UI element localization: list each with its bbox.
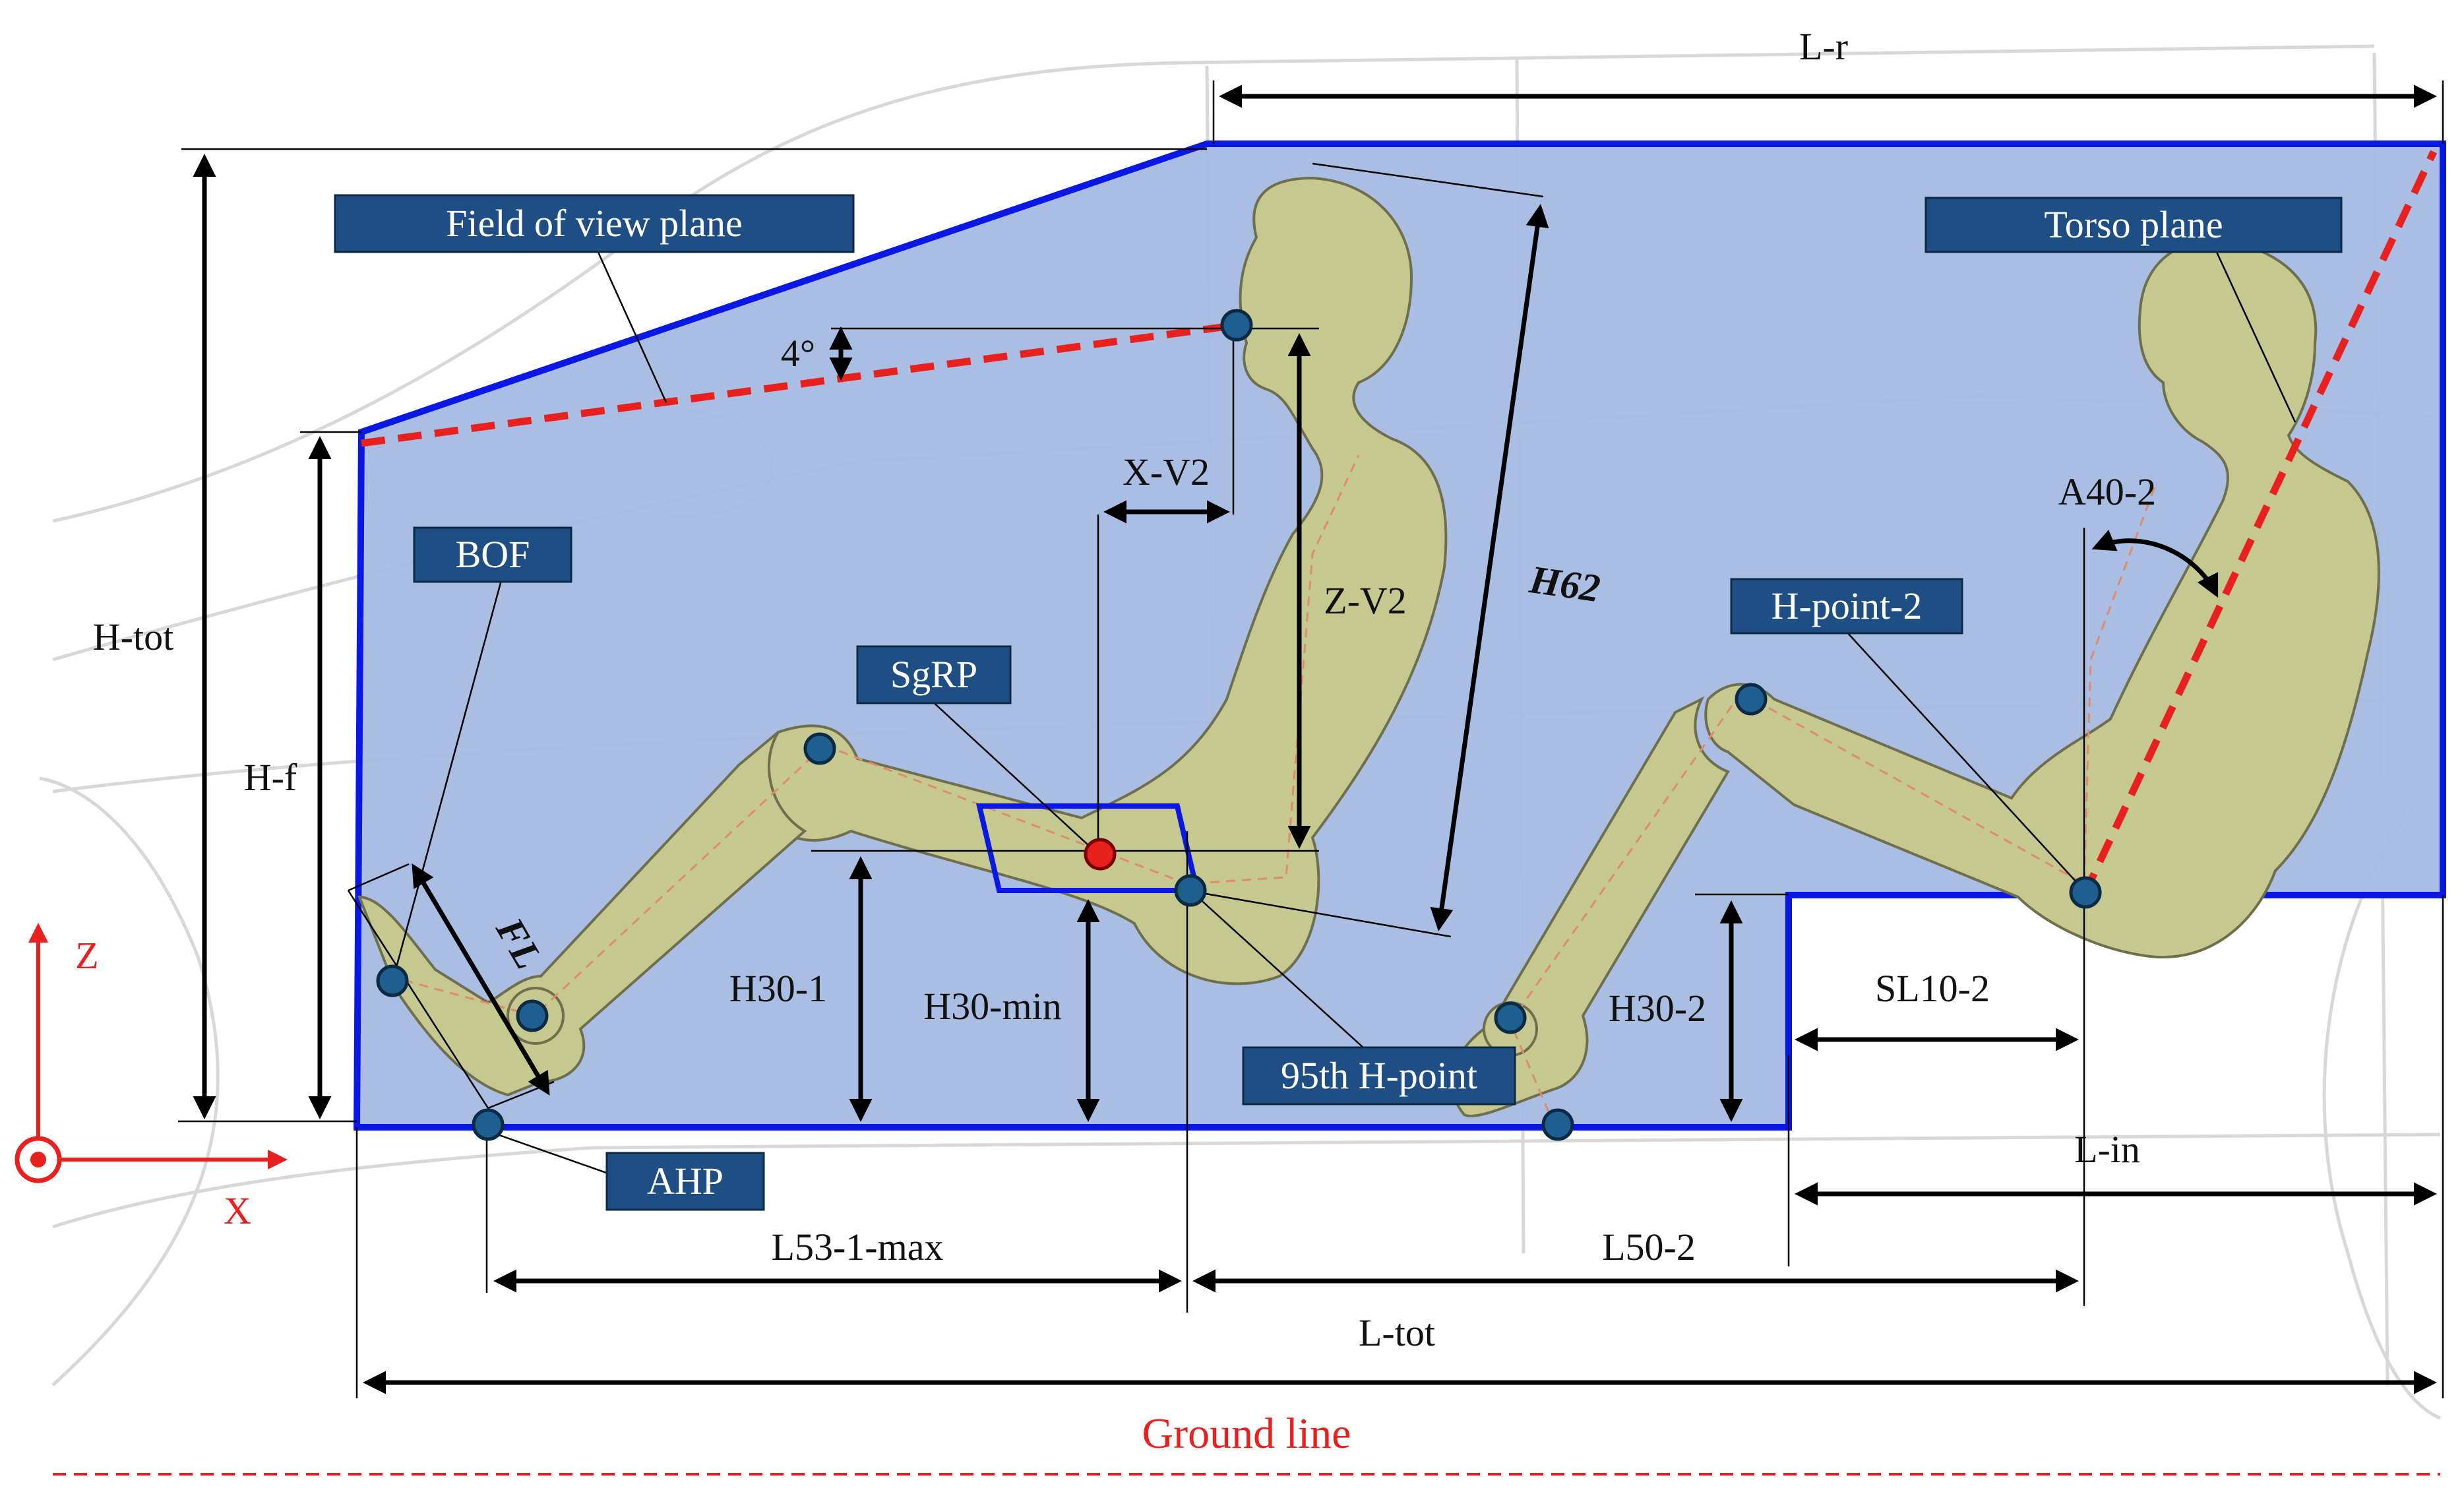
- l-r-label: L-r: [1799, 25, 1848, 68]
- heel-point-bof: [376, 964, 409, 997]
- ankle-point-rear: [1494, 1001, 1527, 1034]
- torso-plane-label: Torso plane: [2044, 203, 2223, 246]
- sgrp-label: SgRP: [890, 653, 977, 696]
- h-f-label: H-f: [244, 756, 297, 799]
- eye-point: [1220, 309, 1253, 342]
- torso-plane-line: [2081, 150, 2437, 897]
- knee-point-front: [803, 732, 836, 765]
- a40-2-label: A40-2: [2058, 470, 2156, 513]
- dimension-arrows: [193, 84, 2437, 1394]
- field-of-view-plane-label: Field of view plane: [446, 202, 742, 245]
- h-point-95: [1174, 874, 1207, 907]
- coordinate-axes: Z X: [15, 923, 288, 1232]
- extension-lines: [178, 80, 2444, 1398]
- ahp-label: AHP: [647, 1160, 724, 1202]
- h-point-95-label: 95th H-point: [1281, 1054, 1477, 1097]
- x-axis-label: X: [224, 1189, 251, 1232]
- l50-2-label: L50-2: [1602, 1226, 1696, 1268]
- l-in-label: L-in: [2074, 1128, 2140, 1171]
- h-point-2: [2069, 876, 2102, 909]
- sl10-2-label: SL10-2: [1875, 967, 1990, 1010]
- h30-2-label: H30-2: [1609, 987, 1706, 1030]
- z-axis-label: Z: [75, 934, 98, 977]
- x-v2-label: X-V2: [1123, 451, 1210, 493]
- knee-point-rear: [1735, 683, 1768, 716]
- z-v2-label: Z-V2: [1324, 579, 1407, 622]
- h-tot-label: H-tot: [93, 615, 173, 658]
- h30-1-label: H30-1: [729, 967, 827, 1010]
- angle-4-label: 4°: [781, 332, 815, 375]
- heel-point-rear: [1541, 1108, 1574, 1141]
- h-point-2-label: H-point-2: [1771, 584, 1923, 627]
- l53-1-max-label: L53-1-max: [772, 1226, 944, 1268]
- h30-min-label: H30-min: [923, 985, 1061, 1028]
- label-boxes: Field of view plane Torso plane BOF SgRP…: [334, 194, 2343, 1211]
- h62-label: H62: [1526, 557, 1603, 610]
- ahp-point: [472, 1108, 505, 1141]
- ground-line-label: Ground line: [1142, 1410, 1351, 1458]
- reference-points: [376, 309, 2102, 1141]
- bof-label: BOF: [456, 533, 530, 576]
- ankle-point-front: [516, 999, 549, 1032]
- l-tot-label: L-tot: [1359, 1311, 1435, 1354]
- sgrp-point: [1084, 838, 1117, 871]
